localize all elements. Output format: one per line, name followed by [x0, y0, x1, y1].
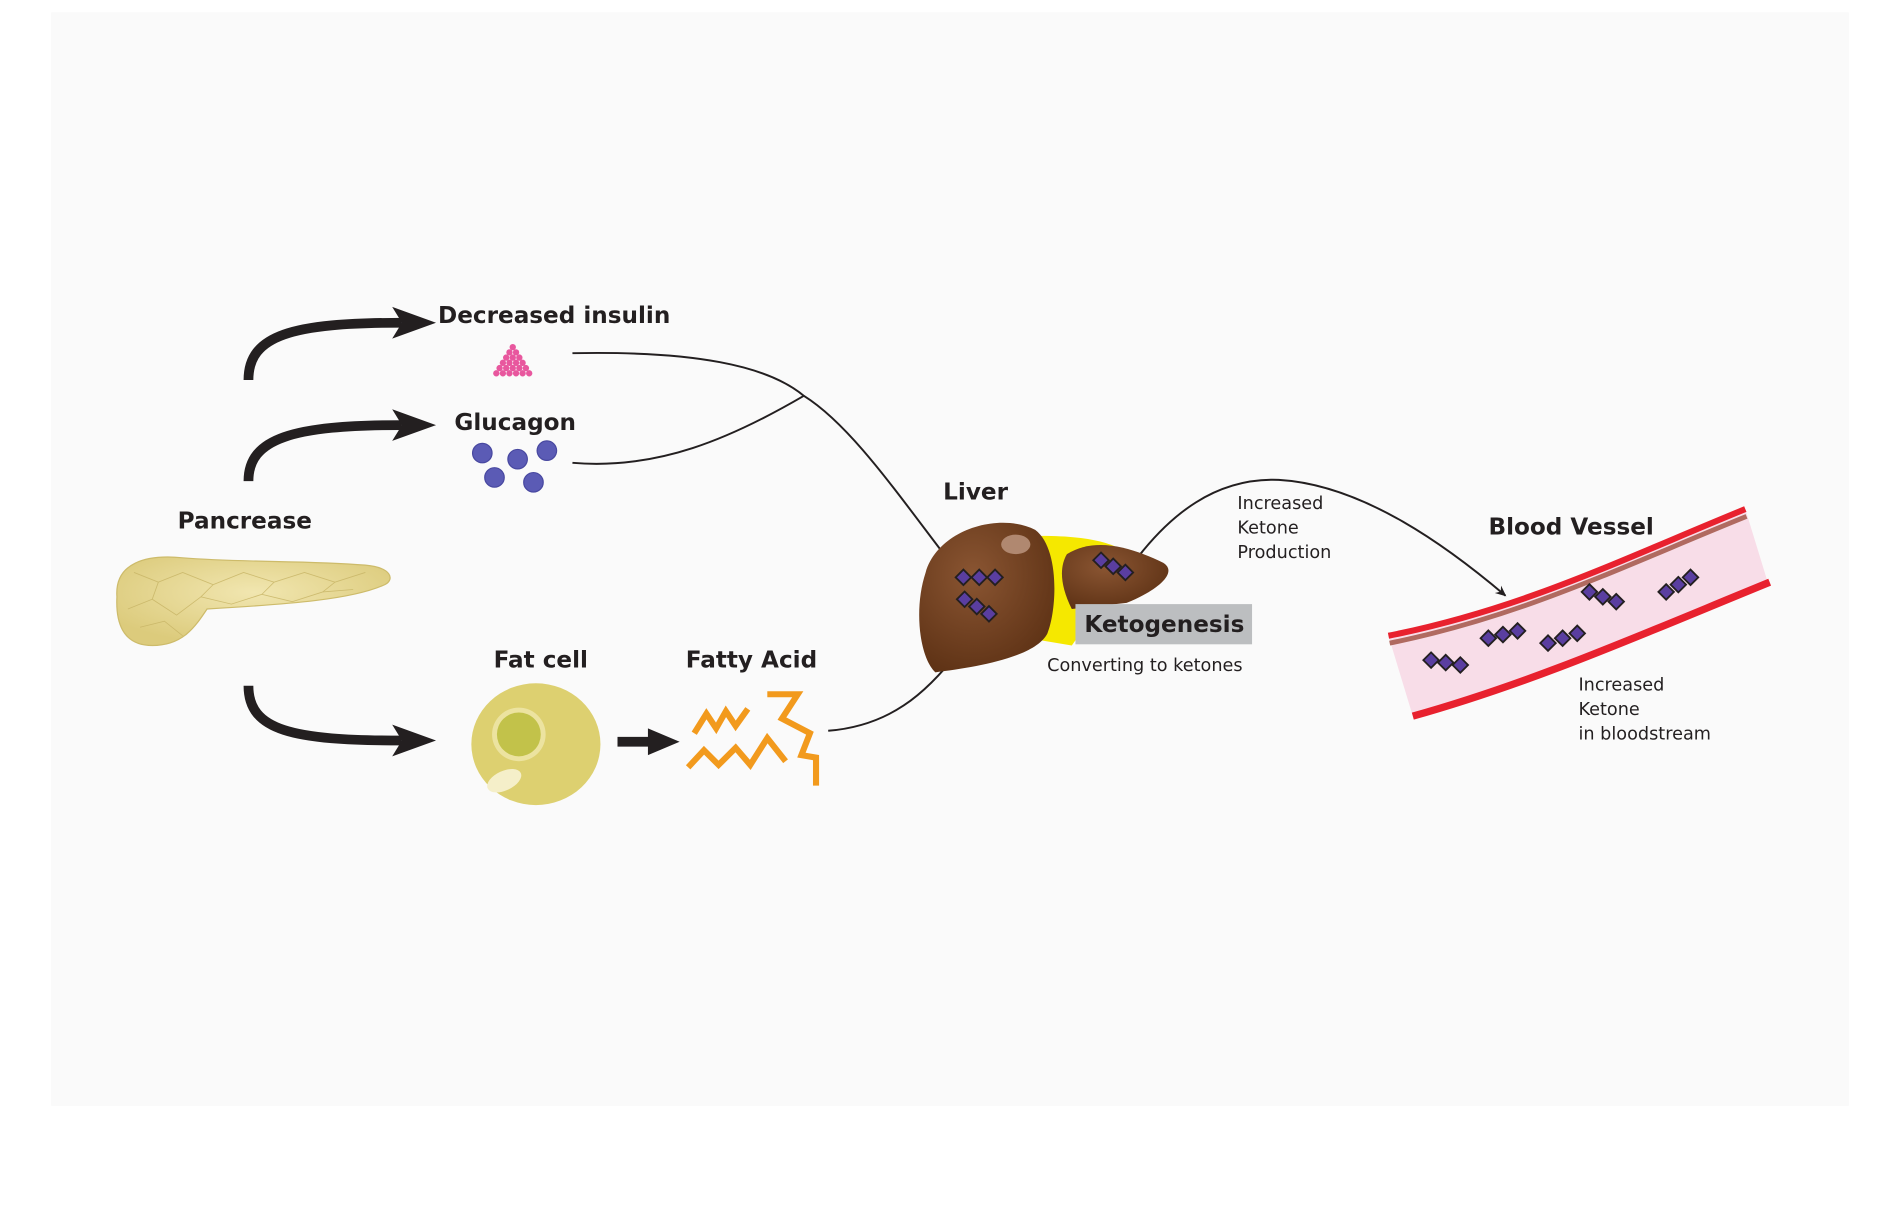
pancreas-icon: [116, 556, 391, 647]
label-fat-cell: Fat cell: [494, 647, 588, 673]
pancreas-arrows: [243, 317, 652, 747]
fatty-acid-icon: [685, 691, 820, 786]
ketone-molecule: [1593, 587, 1612, 606]
insulin-dot: [519, 359, 526, 366]
insulin-dot: [499, 359, 507, 366]
insulin-dot: [512, 359, 520, 366]
ketone-molecule: [1681, 568, 1700, 587]
insulin-dot: [499, 370, 507, 377]
ketone-molecule: [1657, 582, 1676, 601]
label-increased-production-2: Ketone: [1237, 518, 1298, 538]
liver-icon: [919, 522, 1169, 673]
insulin-dot: [519, 370, 526, 377]
ketone-molecule: [979, 604, 999, 623]
ketone-molecule: [1568, 624, 1587, 643]
label-liver: Liver: [943, 479, 1008, 505]
ketone-molecule: [1508, 621, 1527, 640]
ketone-molecule: [1538, 634, 1558, 653]
ketone-molecule: [955, 590, 974, 609]
insulin-dot: [509, 364, 516, 372]
ketone-molecule: [954, 568, 973, 587]
insulin-dot: [503, 354, 510, 361]
label-converting: Converting to ketones: [1047, 656, 1243, 676]
label-pancreas: Pancrease: [178, 509, 312, 535]
insulin-dot: [516, 354, 523, 361]
insulin-dot: [509, 354, 516, 361]
label-blood-vessel: Blood Vessel: [1488, 515, 1653, 541]
ketone-molecule: [970, 568, 989, 587]
arrowheads: [392, 306, 680, 757]
insulin-dot: [493, 370, 500, 377]
ketone-molecule: [1422, 651, 1441, 670]
ketone-molecule: [967, 597, 986, 616]
insulin-dot: [503, 364, 510, 372]
insulin-dot: [522, 364, 530, 372]
insulin-dot: [506, 359, 513, 366]
insulin-dot: [506, 370, 513, 377]
insulin-icon: [493, 343, 533, 377]
ketone-molecule: [1479, 629, 1498, 648]
ketone-molecule: [1607, 592, 1626, 611]
insulin-dot: [512, 349, 520, 356]
label-decreased-insulin: Decreased insulin: [438, 303, 670, 329]
ketone-molecule: [986, 568, 1005, 587]
ketone-molecule: [1553, 629, 1572, 648]
label-increased-production-1: Increased: [1237, 494, 1323, 514]
insulin-dot: [496, 364, 503, 372]
insulin-dot: [512, 370, 520, 377]
ketogenesis-box: [1075, 604, 1253, 645]
label-ketogenesis: Ketogenesis: [1084, 612, 1244, 638]
fat-cell-icon: [471, 683, 601, 806]
insulin-dot: [516, 364, 523, 372]
ketone-molecule: [1669, 575, 1688, 594]
ketone-molecule: [1436, 653, 1455, 672]
insulin-dot: [526, 370, 533, 377]
label-increased-production-3: Production: [1237, 543, 1331, 563]
ketone-molecule: [1451, 655, 1470, 675]
ketone-molecule: [1580, 582, 1599, 601]
label-increased-bloodstream-1: Increased: [1578, 676, 1664, 696]
blood-vessel-icon: [1387, 506, 1772, 720]
insulin-dot: [509, 343, 516, 351]
label-fatty-acid: Fatty Acid: [686, 647, 817, 673]
insulin-dot: [506, 349, 513, 356]
ketone-molecule: [1116, 563, 1135, 582]
ketone-molecule: [1091, 551, 1111, 570]
label-increased-bloodstream-3: in bloodstream: [1578, 724, 1711, 744]
glucagon-icon: [471, 440, 558, 493]
ketone-molecule: [1104, 557, 1123, 576]
ketone-molecule: [1493, 625, 1512, 644]
label-glucagon: Glucagon: [454, 410, 576, 436]
label-increased-bloodstream-2: Ketone: [1578, 700, 1639, 720]
